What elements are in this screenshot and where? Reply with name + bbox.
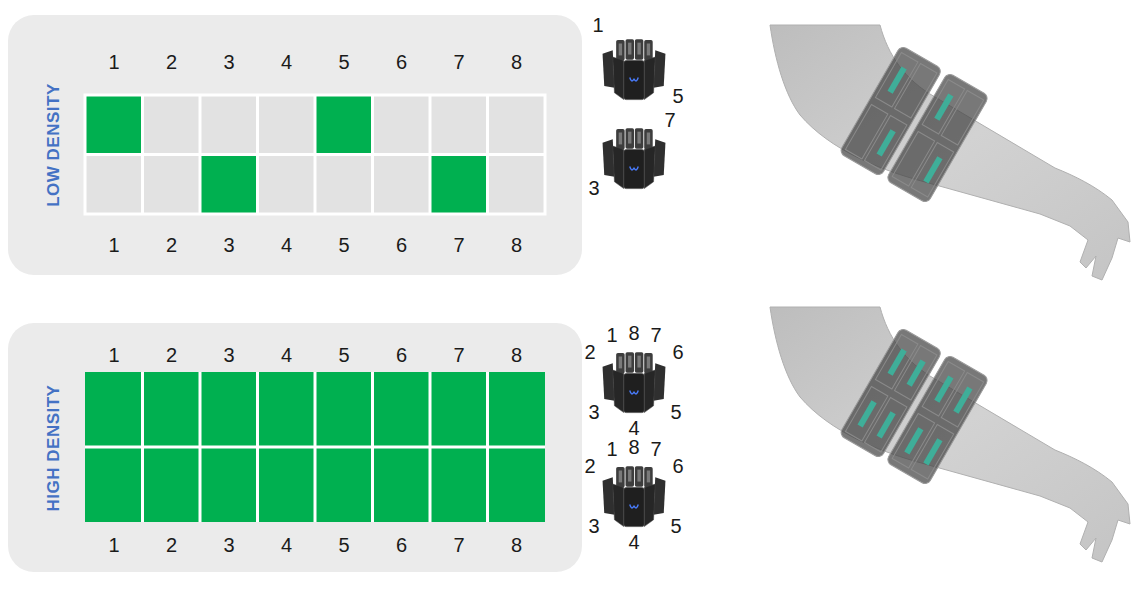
column-number: 3 [223,52,234,72]
column-number: 4 [281,535,292,555]
electrode-number: 1 [592,15,603,35]
column-number: 5 [338,235,349,255]
armband-picture [603,39,666,99]
column-number: 6 [396,535,407,555]
column-number: 7 [453,52,464,72]
column-number: 1 [108,235,119,255]
column-number: 2 [166,52,177,72]
column-number: 6 [396,345,407,365]
density-panel: LOW DENSITY [8,15,582,275]
column-number: 8 [511,345,522,365]
column-number: 8 [511,52,522,72]
column-number: 2 [166,345,177,365]
column-number: 4 [281,235,292,255]
armband-picture [603,352,666,412]
column-number: 3 [223,535,234,555]
panel-ground [8,323,582,572]
electrode-number: 2 [584,342,595,362]
electrode-number: 1 [606,439,617,459]
electrode-number: 6 [672,456,683,476]
column-number: 4 [281,345,292,365]
electrode-number: 4 [628,532,639,552]
column-number: 7 [453,535,464,555]
electrode-number: 8 [628,323,639,343]
electrode-grid [85,372,545,522]
electrode-number: 8 [628,437,639,457]
density-panel: HIGH DENSITY [8,323,582,572]
electrode-number: 7 [650,439,661,459]
column-number: 7 [453,345,464,365]
electrode-number: 4 [628,418,639,438]
column-number: 1 [108,52,119,72]
electrode-number: 6 [672,342,683,362]
column-number: 4 [281,52,292,72]
column-number: 1 [108,535,119,555]
panel-ground [8,15,582,275]
column-number: 8 [511,535,522,555]
panel-heading: HIGH DENSITY [45,384,62,511]
column-number: 7 [453,235,464,255]
electrode-number: 3 [588,178,599,198]
column-number: 2 [166,535,177,555]
column-number: 5 [338,345,349,365]
column-number: 6 [396,235,407,255]
electrode-number: 7 [664,110,675,130]
column-number: 5 [338,535,349,555]
arm-picture [770,25,1130,280]
column-number: 1 [108,345,119,365]
column-number: 3 [223,235,234,255]
electrode-number: 1 [606,325,617,345]
armband-picture [603,466,666,526]
electrode-number: 2 [584,456,595,476]
electrode-number: 5 [670,516,681,536]
electrode-number: 5 [670,402,681,422]
electrode-number: 5 [672,86,683,106]
electrode-number: 7 [650,325,661,345]
column-number: 8 [511,235,522,255]
column-number: 6 [396,52,407,72]
electrode-grid [85,95,545,214]
column-number: 5 [338,52,349,72]
column-number: 2 [166,235,177,255]
arm-picture [770,307,1130,562]
armband-picture [603,128,666,188]
column-number: 3 [223,345,234,365]
electrode-number: 3 [588,402,599,422]
panel-heading: LOW DENSITY [45,83,62,207]
electrode-number: 3 [588,516,599,536]
